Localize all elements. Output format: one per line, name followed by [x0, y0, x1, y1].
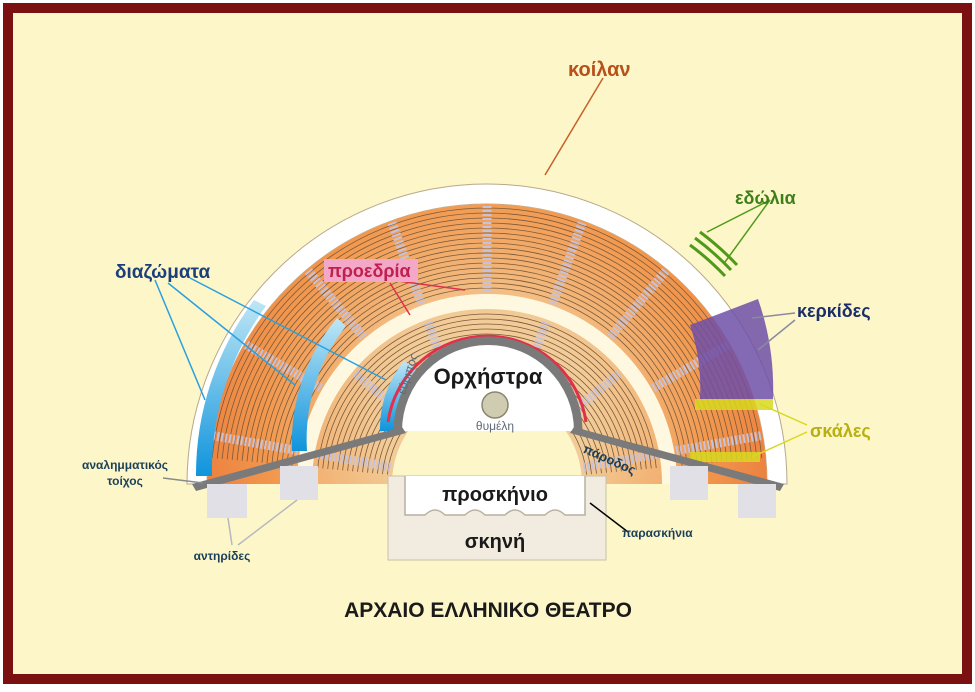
- seat-row: [322, 318, 652, 469]
- label-proedria: προεδρία: [328, 261, 411, 281]
- thymeli-altar: [481, 391, 509, 419]
- seat-row: [332, 328, 642, 470]
- skales-highlight-2: [690, 452, 760, 462]
- buttress-2: [280, 466, 318, 500]
- seat-row: [317, 313, 657, 469]
- diazoma-middle-band: [291, 318, 346, 451]
- label-diazomata: διαζώματα: [115, 262, 210, 283]
- label-orchestra: Ορχήστρα: [434, 364, 543, 389]
- seat-row: [291, 287, 683, 466]
- orchestra-floor: [402, 345, 574, 431]
- proskinio-outline: [404, 476, 586, 516]
- label-skales: σκάλες: [810, 421, 871, 441]
- seat-row: [256, 252, 718, 463]
- seat-row: [337, 333, 637, 470]
- proedria-ring: [386, 334, 588, 423]
- stair: [582, 449, 660, 472]
- label-analimmatikos-line1: αναλημματικός: [82, 458, 168, 472]
- label-paraskinia: παρασκήνια: [622, 526, 693, 540]
- diagram-title: ΑΡΧΑΙΟ ΕΛΛΗΝΙΚΟ ΘΕΑΤΡΟ: [344, 599, 632, 622]
- label-proskinio: προσκήνιο: [442, 484, 548, 506]
- buttress-3: [670, 466, 708, 500]
- proedria-label-box: [324, 259, 418, 282]
- buttress-4: [738, 484, 776, 518]
- label-koilon: κοίλαν: [568, 59, 631, 81]
- right-analemma-wall: [570, 427, 784, 491]
- skales-highlight-1: [695, 399, 773, 410]
- diazoma-outer-band: [195, 300, 266, 476]
- label-analimmatikos-line2: τοίχος: [107, 474, 143, 488]
- orchestra-wall: [393, 336, 583, 432]
- lower-cavea-color: [312, 309, 662, 484]
- buttress-1: [207, 484, 247, 518]
- label-skini: σκηνή: [465, 531, 525, 553]
- seat-row: [271, 267, 703, 464]
- kerkides-highlight: [690, 299, 774, 399]
- label-kerkides: κερκίδες: [797, 301, 871, 321]
- stair: [314, 449, 392, 472]
- leader-lines: [154, 77, 808, 546]
- label-antirides: αντηρίδες: [194, 549, 251, 563]
- seat-row: [251, 247, 723, 462]
- label-thymeli: θυμέλη: [476, 419, 514, 433]
- seat-row: [327, 323, 647, 469]
- edolia-lines: [689, 230, 739, 278]
- left-analemma-wall: [192, 427, 406, 491]
- label-edolia: εδώλια: [735, 188, 796, 208]
